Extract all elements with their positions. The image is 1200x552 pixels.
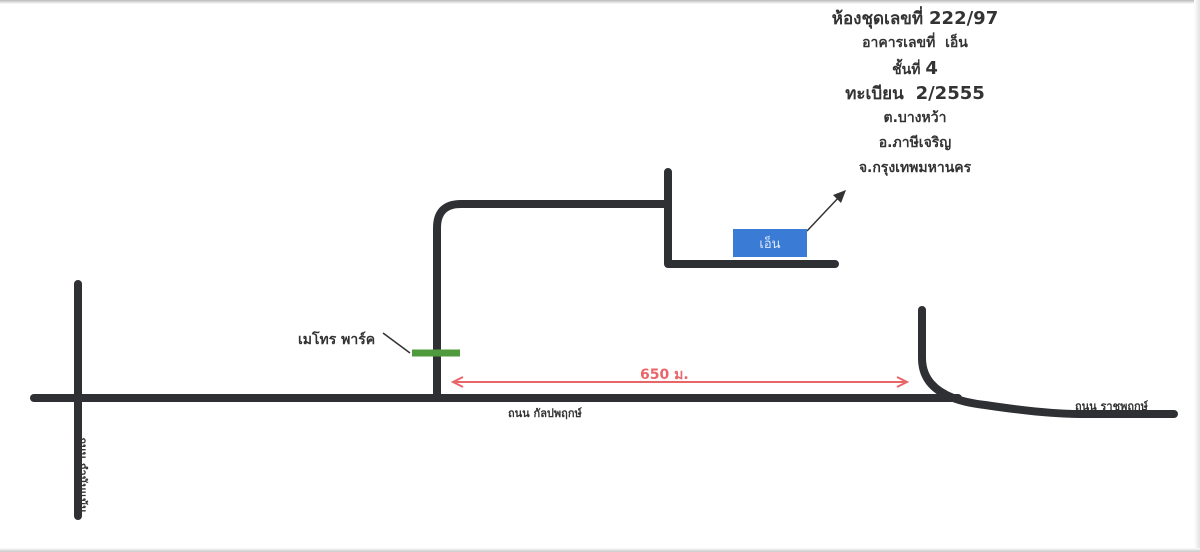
unit-line: ห้องชุดเลขที่ 222/97 <box>790 6 1040 31</box>
registration-number: 2/2555 <box>915 83 985 104</box>
province: จ.กรุงเทพมหานคร <box>858 160 972 176</box>
floor-line: ชั้นที่ 4 <box>790 56 1040 81</box>
building-line: อาคารเลขที่ เอ็น <box>790 31 1040 56</box>
distance-arrow <box>450 376 910 388</box>
right-edge <box>1194 0 1200 552</box>
registration-label: ทะเบียน <box>845 84 904 104</box>
road-main-label: ถนน กัลปพฤกษ์ <box>508 407 582 420</box>
road-left-label: ถนน กำนันแม้น <box>76 437 89 513</box>
road-right-curve <box>918 306 1178 418</box>
subdistrict: ต.บางหว้า <box>883 110 947 126</box>
building-label: อาคารเลขที่ <box>862 35 936 51</box>
road-soi <box>433 200 672 400</box>
building-name: เอ็น <box>945 35 968 51</box>
road-soi-end <box>664 168 839 268</box>
station-pointer <box>382 332 411 354</box>
registration-line: ทะเบียน 2/2555 <box>790 81 1040 106</box>
floor-number: 4 <box>925 58 938 79</box>
bottom-edge <box>0 548 1200 552</box>
distance-label: 650 ม. <box>640 367 689 383</box>
station-label: เมโทร พาร์ค <box>298 332 376 348</box>
building-arrow <box>806 190 846 232</box>
unit-label: ห้องชุดเลขที่ <box>831 9 924 29</box>
address-info: ห้องชุดเลขที่ 222/97 อาคารเลขที่ เอ็น ชั… <box>790 6 1040 181</box>
top-shadow <box>0 0 1200 4</box>
floor-label: ชั้นที่ <box>892 62 921 78</box>
district: อ.ภาษีเจริญ <box>878 135 952 151</box>
building-marker: เอ็น <box>733 229 807 257</box>
unit-number: 222/97 <box>929 8 999 29</box>
road-right-label: ถนน ราชพฤกษ์ <box>1075 400 1148 413</box>
